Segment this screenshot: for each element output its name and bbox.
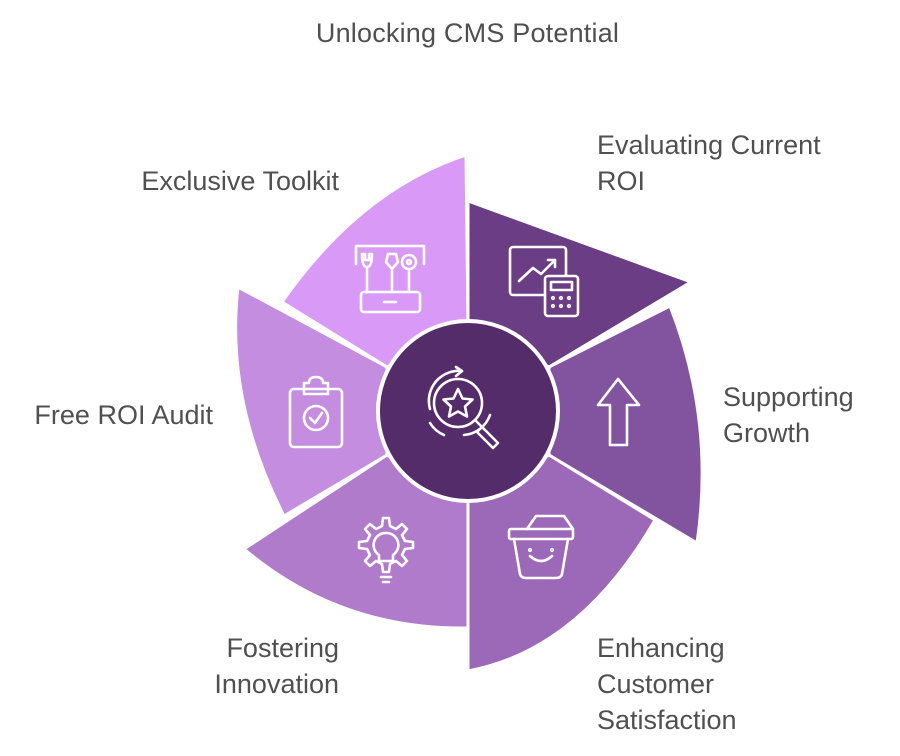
label-line: ROI [597,166,646,196]
label-line: Exclusive Toolkit [141,166,339,196]
label-line: Fostering [226,633,339,663]
segment-supporting-growth [547,304,704,545]
label-fostering-innovation: Fostering Innovation [214,630,339,702]
label-line: Innovation [214,669,339,699]
label-line: Supporting [723,382,854,412]
label-enhancing-customer-satisfaction: Enhancing Customer Satisfaction [597,630,737,738]
segment-enhancing-customer-satisfaction [466,453,657,673]
label-line: Free ROI Audit [34,400,213,430]
segment-exclusive-toolkit [280,153,470,369]
label-supporting-growth: Supporting Growth [723,379,854,451]
shopping-basket-icon [507,514,575,580]
label-exclusive-toolkit: Exclusive Toolkit [141,163,339,199]
arrow-up-icon [596,377,641,447]
chart-calculator-icon [508,245,580,318]
label-line: Customer [597,669,715,699]
diagram-title: Unlocking CMS Potential [315,18,620,48]
center-hub [376,319,560,503]
label-line: Satisfaction [597,705,737,735]
lightbulb-gear-icon [357,516,415,584]
segment-fostering-innovation [242,453,470,630]
toolkit-icon [354,244,426,314]
label-evaluating-current-roi: Evaluating Current ROI [597,127,821,199]
star-search-icon [427,365,500,450]
label-line: Growth [723,418,811,448]
label-line: Evaluating Current [597,130,821,160]
segment-free-roi-audit [234,285,389,518]
label-free-roi-audit: Free ROI Audit [34,397,213,433]
clipboard-check-icon [288,375,344,449]
label-line: Enhancing [597,633,725,663]
